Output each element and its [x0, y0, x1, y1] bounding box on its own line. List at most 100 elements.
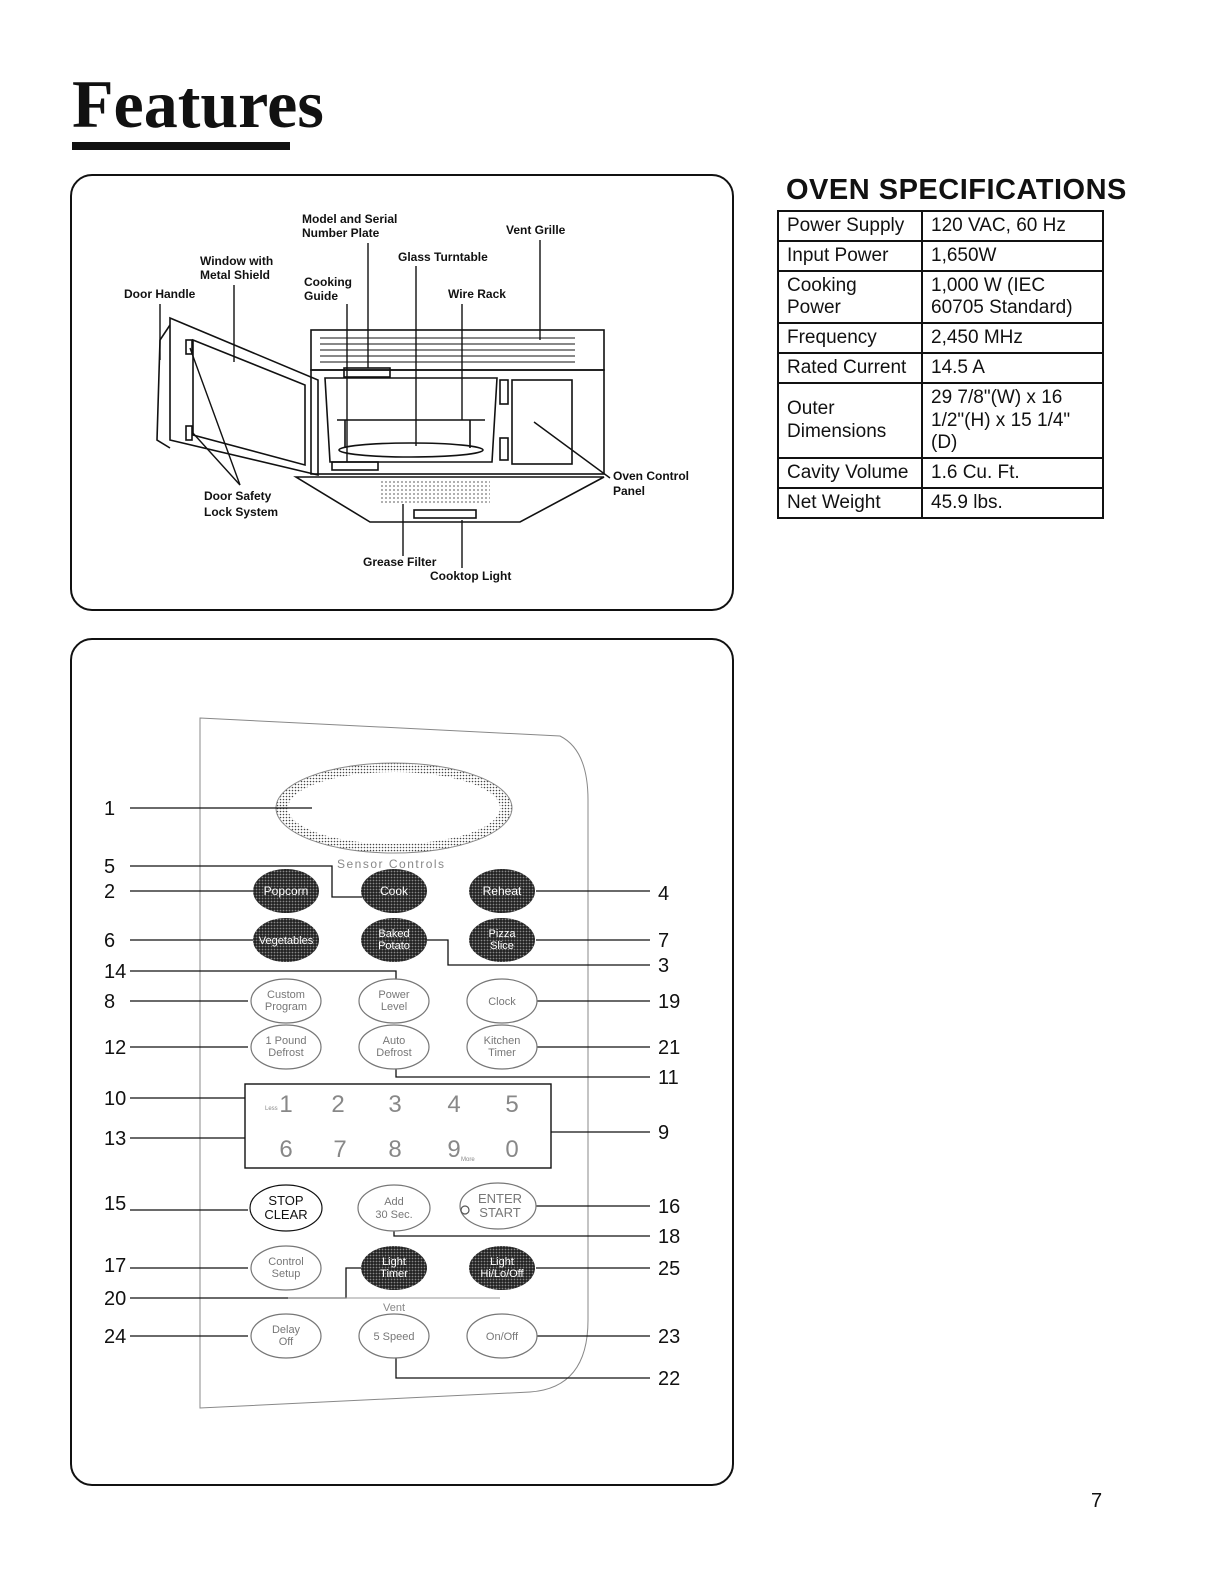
callout-1: 1 — [104, 798, 115, 820]
callout-12: 12 — [104, 1037, 126, 1059]
callout-2: 2 — [104, 881, 115, 903]
label-cooktop-light: Cooktop Light — [430, 569, 511, 583]
callout-14: 14 — [104, 961, 126, 983]
grease-filter-graphic — [380, 480, 490, 504]
enter-start-button[interactable] — [459, 1182, 537, 1230]
callout-21: 21 — [658, 1037, 680, 1059]
label-glass-turntable: Glass Turntable — [398, 250, 488, 264]
reheat-button[interactable] — [469, 869, 535, 913]
vent-slots — [320, 337, 575, 363]
delay-off-button[interactable] — [250, 1313, 322, 1359]
callout-3: 3 — [658, 955, 669, 977]
thirty-sec-label: 30 Sec. — [375, 1209, 412, 1221]
vent-label: Vent — [383, 1302, 405, 1314]
label-cooking-guide-1: Cooking — [304, 275, 352, 289]
callout-7: 7 — [658, 930, 669, 952]
label-window-2: Metal Shield — [200, 268, 270, 282]
spec-row: Cavity Volume 1.6 Cu. Ft. — [777, 457, 1104, 489]
pizza-slice-button[interactable] — [469, 918, 535, 962]
spec-value: 45.9 lbs. — [921, 486, 1104, 519]
auto-defrost-label-1: Auto — [383, 1035, 406, 1047]
callout-19: 19 — [658, 991, 680, 1013]
keypad-4[interactable]: 4 — [447, 1091, 460, 1118]
spec-row: Power Supply 120 VAC, 60 Hz — [777, 210, 1104, 242]
keypad-3[interactable]: 3 — [388, 1091, 401, 1118]
sensor-controls-label: Sensor Controls — [337, 857, 446, 871]
lock-icon — [460, 1205, 470, 1215]
vegetables-button[interactable] — [253, 918, 319, 962]
label-door-handle: Door Handle — [124, 287, 196, 301]
spec-label: Outer Dimensions — [777, 381, 923, 460]
label-window-1: Window with — [200, 254, 273, 268]
keypad-7[interactable]: 7 — [333, 1136, 346, 1163]
callout-5: 5 — [104, 856, 115, 878]
callout-13: 13 — [104, 1128, 126, 1150]
callout-23: 23 — [658, 1326, 680, 1348]
power-level-label-2: Level — [381, 1001, 407, 1013]
spec-label: Cooking Power — [777, 269, 923, 325]
stop-clear-button[interactable] — [249, 1184, 323, 1232]
door-handle-graphic — [156, 324, 171, 449]
label-oven-control-2: Panel — [613, 484, 645, 498]
clear-label: CLEAR — [264, 1207, 307, 1222]
light-timer-button[interactable] — [361, 1246, 427, 1290]
keypad-1[interactable]: 1 — [279, 1091, 292, 1118]
popcorn-label: Popcorn — [264, 884, 309, 898]
keypad-2[interactable]: 2 — [331, 1091, 344, 1118]
on-off-button[interactable] — [466, 1313, 538, 1359]
add-30-sec-button[interactable] — [357, 1184, 431, 1232]
number-keypad — [244, 1083, 552, 1169]
keypad-5[interactable]: 5 — [505, 1091, 518, 1118]
light-hi-lo-off-button[interactable] — [469, 1246, 535, 1290]
enter-label: ENTER — [478, 1191, 522, 1206]
kitchen-timer-button[interactable] — [466, 1024, 538, 1070]
clock-button[interactable] — [466, 978, 538, 1024]
five-speed-button[interactable] — [358, 1313, 430, 1359]
control-setup-label-2: Setup — [272, 1268, 301, 1280]
microwave-drawing — [156, 316, 605, 523]
page-title: Features — [72, 66, 324, 142]
cooktop-light-graphic — [413, 509, 477, 519]
callout-17: 17 — [104, 1255, 126, 1277]
popcorn-button[interactable] — [253, 869, 319, 913]
keypad-6[interactable]: 6 — [279, 1136, 292, 1163]
spec-value: 29 7/8"(W) x 16 1/2"(H) x 15 1/4"(D) — [921, 381, 1104, 460]
baked-potato-button[interactable] — [361, 918, 427, 962]
label-model-serial-2: Number Plate — [302, 226, 380, 240]
cook-label: Cook — [380, 884, 409, 898]
light-timer-label-1: Light — [382, 1256, 406, 1268]
title-rule — [72, 142, 290, 150]
control-panel-graphic — [511, 379, 573, 465]
control-setup-label-1: Control — [268, 1256, 303, 1268]
keypad-8[interactable]: 8 — [388, 1136, 401, 1163]
one-pound-defrost-button[interactable] — [250, 1024, 322, 1070]
spec-value: 1,650W — [921, 239, 1104, 272]
power-level-button[interactable] — [358, 978, 430, 1024]
clock-label: Clock — [488, 996, 516, 1008]
control-setup-button[interactable] — [250, 1245, 322, 1291]
keypad-9[interactable]: 9 — [447, 1136, 460, 1163]
spec-row: Net Weight 45.9 lbs. — [777, 486, 1104, 519]
page-number: 7 — [1091, 1490, 1103, 1512]
spec-label: Power Supply — [777, 210, 923, 242]
pizza-slice-label-2: Slice — [490, 940, 514, 952]
label-model-serial-1: Model and Serial — [302, 212, 397, 226]
keypad-0[interactable]: 0 — [505, 1136, 518, 1163]
cook-button[interactable] — [361, 869, 427, 913]
wire-rack-graphic — [337, 419, 485, 448]
auto-defrost-button[interactable] — [358, 1024, 430, 1070]
more-label: More — [461, 1157, 475, 1163]
custom-program-button[interactable] — [250, 978, 322, 1024]
light-label-2: Hi/Lo/Off — [480, 1268, 524, 1280]
specifications-table: Power Supply 120 VAC, 60 Hz Input Power … — [777, 210, 1104, 519]
oven-leader-lines — [159, 240, 611, 568]
auto-defrost-label-2: Defrost — [376, 1047, 411, 1059]
callout-8: 8 — [104, 991, 115, 1013]
baked-potato-label-2: Potato — [378, 940, 410, 952]
spec-label: Input Power — [777, 239, 923, 272]
label-wire-rack: Wire Rack — [448, 287, 506, 301]
control-panel-box — [70, 638, 734, 1486]
reheat-label: Reheat — [483, 884, 522, 898]
pizza-slice-label-1: Pizza — [489, 928, 517, 940]
callout-16: 16 — [658, 1196, 680, 1218]
